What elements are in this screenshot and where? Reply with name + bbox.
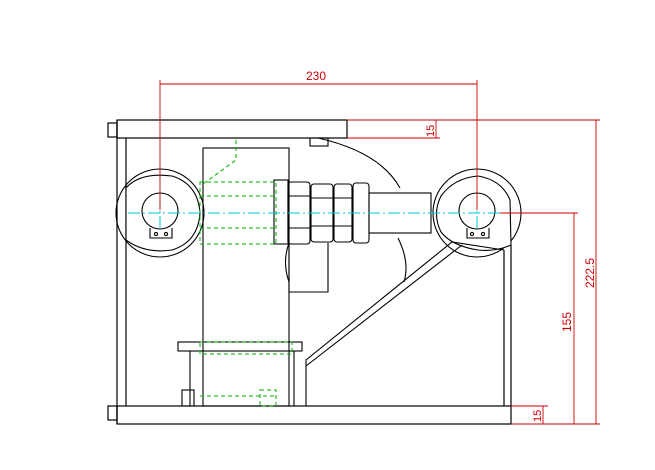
left-circlip [149,228,173,239]
right-circlip-hole-b [480,231,486,237]
dim-222-label: 222.5 [583,258,597,288]
left-bolt-top [107,122,118,138]
guide-flange [177,341,303,352]
left-bolt-bottom [107,405,118,421]
brace-outline [305,241,505,406]
right-circlip-hole-a [469,231,475,237]
small-bolt [273,179,289,245]
dim-15-top-label: 15 [425,125,437,137]
housing-arc-lower [397,237,407,283]
nut-stack [273,179,432,245]
hidden-foot [259,389,277,407]
hidden-diagonal [202,140,237,185]
central-guide [177,137,407,407]
frame-outline [107,119,512,425]
base-plate [116,405,512,425]
dimensions [159,80,600,425]
top-plate [116,119,348,139]
left-circlip-hole-a [153,231,159,237]
diagonal-brace [305,241,505,406]
hidden-lower-box [199,341,293,355]
housing-arc [317,137,401,189]
bottom-left-block [181,389,195,407]
dim-155-label: 155 [560,312,574,332]
right-circlip [466,228,490,239]
brace-inner [305,244,463,367]
left-circlip-hole-b [163,231,169,237]
dim-15-base-label: 15 [532,410,544,422]
center-tube-curve [284,242,290,283]
dim-230-label: 230 [306,69,326,83]
center-tube [288,243,329,293]
